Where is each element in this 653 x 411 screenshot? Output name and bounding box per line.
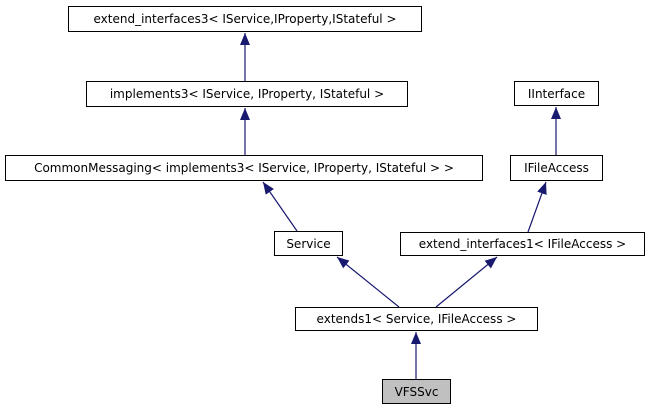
- class-node-extend-interfaces3[interactable]: extend_interfaces3< IService,IProperty,I…: [68, 6, 422, 32]
- class-node-vfssvc: VFSSvc: [382, 379, 451, 404]
- class-node-iinterface[interactable]: IInterface: [514, 81, 599, 106]
- arrow-extend-interfaces1-to-ifileaccess: [527, 181, 547, 233]
- arrow-extends1-to-extend-interfaces1: [435, 256, 498, 308]
- arrow-extends1-to-service: [336, 256, 400, 308]
- class-node-implements3[interactable]: implements3< IService, IProperty, IState…: [86, 81, 408, 107]
- class-node-ifileaccess[interactable]: IFileAccess: [510, 155, 603, 181]
- arrow-service-to-commonmessaging: [262, 181, 298, 232]
- class-node-service[interactable]: Service: [274, 231, 343, 256]
- class-node-extends1[interactable]: extends1< Service, IFileAccess >: [295, 307, 538, 331]
- class-node-commonmessaging[interactable]: CommonMessaging< implements3< IService, …: [5, 155, 483, 181]
- class-node-extend-interfaces1[interactable]: extend_interfaces1< IFileAccess >: [400, 232, 645, 256]
